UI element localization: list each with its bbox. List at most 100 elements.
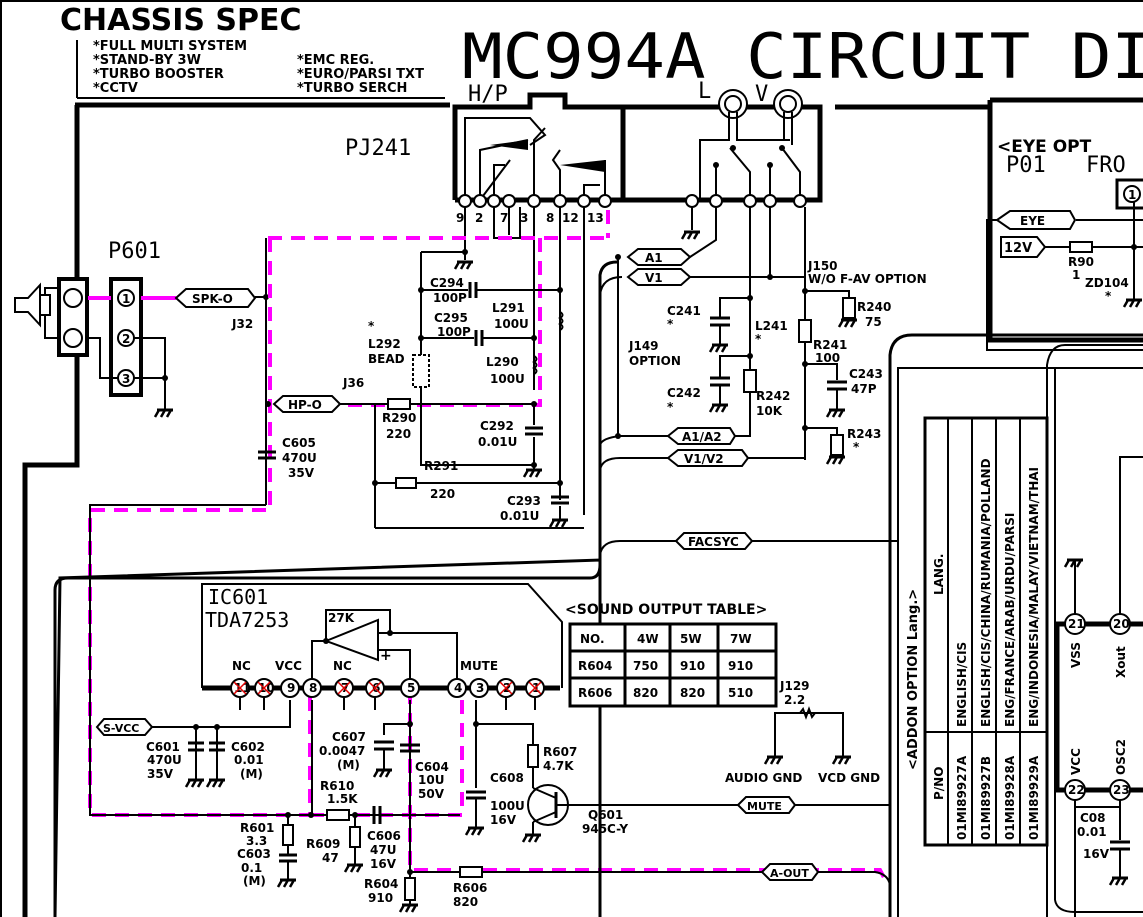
ground-icon <box>825 455 845 465</box>
ground-icon <box>184 778 204 788</box>
jack-pin-label: 9 <box>456 211 464 225</box>
ic-pin-number: 9 <box>287 681 295 695</box>
q601-value: 945C-Y <box>582 822 628 836</box>
c292-ref: C292 <box>480 419 514 433</box>
j150-ref: J150 <box>807 259 838 273</box>
ic-label-nc: NC <box>232 659 251 673</box>
av-label-l: L <box>698 79 711 104</box>
c08-ref: C08 <box>1080 811 1106 825</box>
p601-pin: 3 <box>122 372 130 386</box>
sound-cell: 820 <box>633 686 658 700</box>
c601-ref: C601 <box>146 740 180 754</box>
r607-value: 4.7K <box>543 759 574 773</box>
a1-tag: A1 <box>645 251 663 265</box>
addon-header-lang: LANG. <box>932 554 946 595</box>
addon-option-table: <ADDON OPTION Lang.> P/NO LANG. 01MI8992… <box>906 416 1049 847</box>
ground-icon <box>372 768 392 778</box>
ic-pin-number: 8 <box>309 681 317 695</box>
c605-ref: C605 <box>282 436 316 450</box>
ground-icon <box>1063 558 1083 568</box>
ground-icon <box>837 318 857 328</box>
sound-output-table: <SOUND OUTPUT TABLE> NO. 4W 5W 7W R604 7… <box>565 602 778 708</box>
svg-text:+: + <box>380 648 392 664</box>
hp-label: H/P <box>468 82 508 107</box>
addon-title: <ADDON OPTION Lang.> <box>906 589 921 770</box>
svcc-tag: S-VCC <box>103 722 139 735</box>
ic-ref: IC601 <box>208 585 268 609</box>
r240-value: 75 <box>865 315 882 329</box>
r610-ref: R610 <box>320 779 354 793</box>
c607-note: (M) <box>337 758 360 772</box>
c242-ref: C242 <box>667 386 701 400</box>
ic-label-nc: NC <box>333 659 352 673</box>
addon-lang: ENG/INDONESIA/MALAY/VIETNAM/THAI <box>1027 467 1041 727</box>
j129: J129 2.2 AUDIO GND VCD GND <box>725 679 880 785</box>
addon-lang: ENG/FRANCE/ARAB/URDU/PARSI <box>1003 513 1017 727</box>
c08-voltage: 16V <box>1083 847 1110 861</box>
aout-tag: A-OUT <box>770 867 809 880</box>
c292-value: 0.01U <box>478 435 517 449</box>
addon-lang: ENGLISH/CIS/CHINA/RUMANIA/POLLAND <box>979 458 993 727</box>
c602-ref: C602 <box>231 740 265 754</box>
r241-ref: R241 <box>813 338 847 352</box>
ground-icon <box>153 408 173 418</box>
j150-note: W/O F-AV OPTION <box>808 272 927 286</box>
v1v2-tag: V1/V2 <box>684 452 724 466</box>
l292-mark: * <box>368 319 375 333</box>
c242-mark: * <box>667 400 674 414</box>
l292-ref: L292 <box>368 337 401 351</box>
feature-item: *EMC REG. <box>297 53 374 68</box>
nc-cross-mark <box>257 681 271 695</box>
ground-icon <box>276 878 296 888</box>
sound-table-title: <SOUND OUTPUT TABLE> <box>565 602 767 618</box>
pj241-jack: H/P PJ241 L V <box>345 79 823 515</box>
c606-ref: C606 <box>367 829 401 843</box>
ic-pin-number: 4 <box>454 681 462 695</box>
c243-ref: C243 <box>849 367 883 381</box>
micro-pin-label: VCC <box>1069 748 1083 775</box>
ic-part: TDA7253 <box>205 608 289 632</box>
ground-icon <box>1108 876 1128 886</box>
feature-item: *FULL MULTI SYSTEM <box>93 39 247 54</box>
c604-value: 10U <box>418 773 444 787</box>
micro-pin-num: 21 <box>1068 617 1085 631</box>
c608-ref: C608 <box>490 771 524 785</box>
sound-cell: 510 <box>728 686 753 700</box>
facsyc-tag: FACSYC <box>688 535 739 549</box>
c295-value: 100P <box>437 325 471 339</box>
sound-header: NO. <box>580 632 605 646</box>
feature-item: *TURBO SERCH <box>297 81 407 96</box>
c294-value: 100P <box>433 291 467 305</box>
r242-ref: R242 <box>756 389 790 403</box>
spk-o-tag: SPK-O <box>192 292 233 306</box>
r610-value: 1.5K <box>327 792 358 806</box>
jack-pin-label: 2 <box>475 211 483 225</box>
c603-value: 0.1 <box>241 861 262 875</box>
zd104-mark: * <box>1105 289 1112 303</box>
sound-cell: 820 <box>680 686 705 700</box>
ic-pin <box>400 678 420 698</box>
c607-ref: C607 <box>332 730 366 744</box>
r290-value: 220 <box>386 427 411 441</box>
c604-voltage: 50V <box>418 787 445 801</box>
feature-item: *CCTV <box>93 81 138 96</box>
r242-value: 10K <box>756 404 783 418</box>
ground-icon <box>464 826 484 836</box>
nc-cross-mark <box>528 681 542 695</box>
c241-mark: * <box>667 317 674 331</box>
l291-value: 100U <box>494 317 529 331</box>
gnd-label: VCD GND <box>818 771 880 785</box>
nc-cross-mark <box>499 681 513 695</box>
c241-ref: C241 <box>667 304 701 318</box>
eye-ref: P01 <box>1006 153 1046 178</box>
filter-section: C294 100P C295 100P L291 100U L290 100U … <box>258 249 584 529</box>
c603-ref: C603 <box>237 847 271 861</box>
c606-value: 47U <box>370 843 396 857</box>
jack-pin-label: 12 <box>562 211 579 225</box>
ic-pin <box>302 678 322 698</box>
addon-header-pno: P/NO <box>932 767 946 800</box>
addon-pno: 01MI89927A <box>955 755 969 840</box>
c294-ref: C294 <box>430 276 464 290</box>
sound-cell: 750 <box>633 659 658 673</box>
